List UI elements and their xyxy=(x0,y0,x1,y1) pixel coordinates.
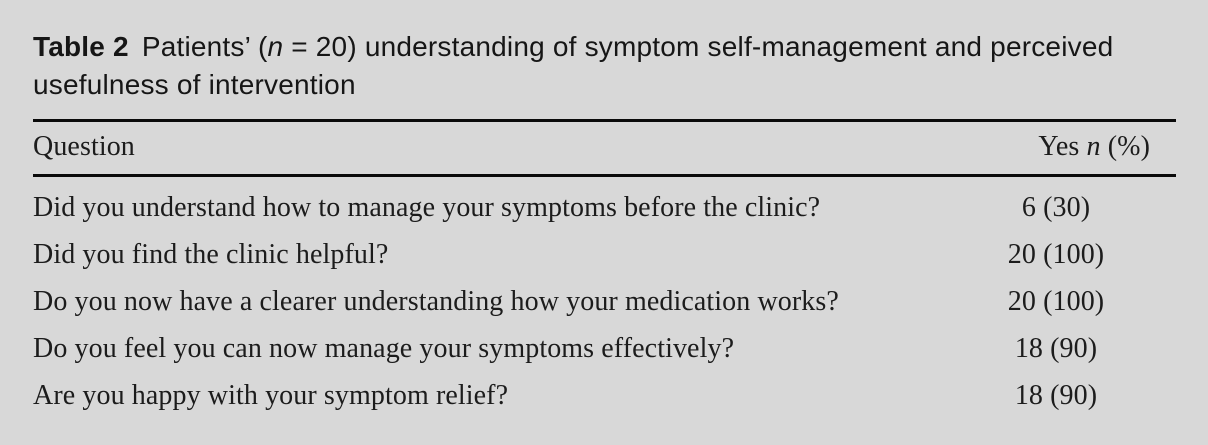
yes-cell: 20 (100) xyxy=(1007,239,1105,270)
yes-cell: 20 (100) xyxy=(1007,286,1105,317)
question-cell: Did you find the clinic helpful? xyxy=(33,239,389,270)
yes-cell: 6 (30) xyxy=(1021,192,1091,223)
column-header-yes: Yes n (%) xyxy=(946,121,1176,176)
table-row: Did you find the clinic helpful? 20 (100… xyxy=(33,232,1176,279)
question-cell: Did you understand how to manage your sy… xyxy=(33,192,821,223)
table-row: Did you understand how to manage your sy… xyxy=(33,176,1176,233)
yes-label-post: (%) xyxy=(1100,131,1150,162)
caption-text-pre: Patients’ ( xyxy=(141,31,268,62)
yes-label-n-italic: n xyxy=(1086,131,1101,162)
table-row: Do you feel you can now manage your symp… xyxy=(33,326,1176,373)
column-header-question: Question xyxy=(33,131,135,162)
caption-line2: usefulness of intervention xyxy=(33,69,356,100)
question-cell: Do you feel you can now manage your symp… xyxy=(33,333,735,364)
question-cell: Are you happy with your symptom relief? xyxy=(33,380,509,411)
table-caption: Table 2 Patients’ (n = 20) understanding … xyxy=(33,28,1153,104)
results-table: Question Yes n (%) Did you understand ho… xyxy=(33,119,1176,420)
yes-cell: 18 (90) xyxy=(1014,333,1098,364)
yes-cell: 18 (90) xyxy=(1014,380,1098,411)
question-cell: Do you now have a clearer understanding … xyxy=(33,286,839,317)
table-row: Are you happy with your symptom relief? … xyxy=(33,373,1176,420)
header-row: Question Yes n (%) xyxy=(33,120,1176,176)
caption-text-post: = 20) understanding of symptom self-mana… xyxy=(283,31,1114,62)
table-body: Did you understand how to manage your sy… xyxy=(33,176,1176,421)
table-caption-label: Table 2 xyxy=(33,31,129,62)
yes-label-pre: Yes xyxy=(1038,131,1087,162)
table-header: Question Yes n (%) xyxy=(33,120,1176,176)
table-row: Do you now have a clearer understanding … xyxy=(33,279,1176,326)
caption-n-italic: n xyxy=(267,31,284,62)
